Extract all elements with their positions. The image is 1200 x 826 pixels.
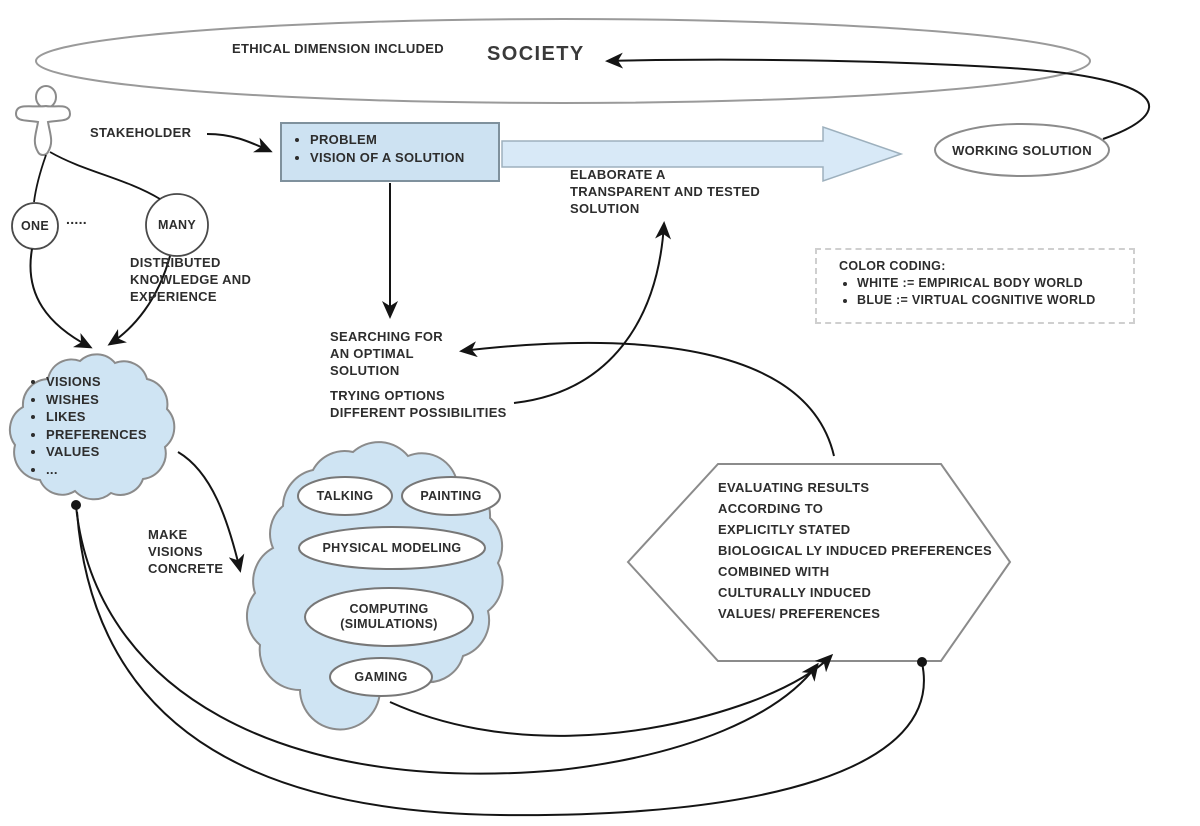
problem-vision-box: PROBLEM VISION OF A SOLUTION <box>280 122 500 182</box>
computing-ellipse <box>304 587 474 647</box>
etc-item: ... <box>46 461 147 479</box>
visions-junction-dot <box>71 500 81 510</box>
blue-coding-item: BLUE := VIRTUAL COGNITIVE WORLD <box>857 292 1133 309</box>
color-coding-title: COLOR CODING: <box>839 259 946 273</box>
gaming-ellipse <box>329 657 433 697</box>
working-solution-label: WORKING SOLUTION <box>952 142 1092 158</box>
stakeholder-to-many-line <box>49 151 161 200</box>
physical-modeling-label: PHYSICAL MODELING <box>322 540 462 555</box>
gaming-label: GAMING <box>354 669 408 684</box>
cloud-to-activitycloud-arrow <box>177 451 245 573</box>
trying-to-elaborate-arrow <box>513 221 672 404</box>
talking-ellipse <box>297 476 393 516</box>
many-circle <box>145 193 209 257</box>
likes-item: LIKES <box>46 408 147 426</box>
white-coding-item: WHITE := EMPIRICAL BODY WORLD <box>857 275 1133 292</box>
one-to-cloud-arrow <box>29 248 93 349</box>
visions-cloud-list: VISIONS WISHES LIKES PREFERENCES VALUES … <box>26 373 147 478</box>
many-to-cloud-arrow <box>107 255 171 346</box>
problem-item: PROBLEM <box>310 131 498 149</box>
evaluation-junction-dot <box>917 657 927 667</box>
physical-modeling-ellipse <box>298 526 486 570</box>
vision-item: VISION OF A SOLUTION <box>310 149 498 167</box>
dots-label: ..... <box>66 211 87 227</box>
evaluation-to-visions-line <box>76 511 925 817</box>
preferences-item: PREFERENCES <box>46 426 147 444</box>
problem-vision-list: PROBLEM VISION OF A SOLUTION <box>288 131 498 167</box>
evaluating-results-label: EVALUATING RESULTS ACCORDING TO EXPLICIT… <box>718 480 993 621</box>
computing-label: COMPUTING (SIMULATIONS) <box>340 602 438 631</box>
painting-ellipse <box>401 476 501 516</box>
painting-label: PAINTING <box>420 488 482 503</box>
evaluation-hexagon <box>626 463 1012 662</box>
many-label: MANY <box>157 217 196 232</box>
activitycloud-to-evaluation-arrow <box>389 653 834 737</box>
talking-label: TALKING <box>316 488 374 503</box>
searching-label: SEARCHING FOR AN OPTIMAL SOLUTION <box>330 329 443 378</box>
elaborate-big-arrow <box>501 125 904 183</box>
color-coding-box: COLOR CODING: WHITE := EMPIRICAL BODY WO… <box>815 248 1135 324</box>
visions-item: VISIONS <box>46 373 147 391</box>
wishes-item: WISHES <box>46 391 147 409</box>
society-label: SOCIETY <box>487 43 585 65</box>
stakeholder-to-box-arrow <box>206 133 273 153</box>
distributed-knowledge-label: DISTRIBUTED KNOWLEDGE AND EXPERIENCE <box>130 255 252 304</box>
society-ellipse <box>35 18 1091 104</box>
visions-cloud <box>8 353 176 501</box>
color-coding-list: WHITE := EMPIRICAL BODY WORLD BLUE := VI… <box>839 275 1133 309</box>
ethical-dimension-label: ETHICAL DIMENSION INCLUDED <box>232 41 444 56</box>
working-solution-to-society-arrow <box>605 52 1150 140</box>
trying-options-label: TRYING OPTIONS DIFFERENT POSSIBILITIES <box>330 388 507 420</box>
stakeholder-to-one-line <box>33 154 47 203</box>
one-label: ONE <box>21 218 49 233</box>
stakeholder-icon <box>14 85 72 156</box>
elaborate-label: ELABORATE A TRANSPARENT AND TESTED SOLUT… <box>570 167 761 216</box>
working-solution-ellipse <box>934 123 1110 177</box>
evaluation-to-searching-arrow <box>459 341 835 457</box>
make-visions-concrete-label: MAKE VISIONS CONCRETE <box>148 527 224 576</box>
values-item: VALUES <box>46 443 147 461</box>
visions-to-evaluation-arrow <box>75 505 819 775</box>
stakeholder-label: STAKEHOLDER <box>90 125 192 140</box>
one-circle <box>11 202 59 250</box>
